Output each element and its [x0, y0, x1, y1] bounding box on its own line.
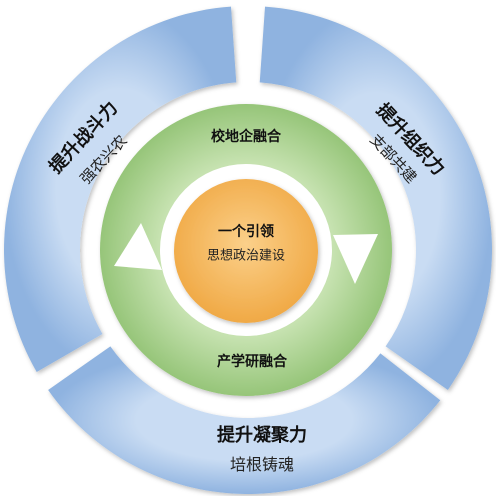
right-arrow-icon [333, 234, 378, 284]
ring-bottom-label: 产学研融合 [217, 354, 287, 370]
segment-bottom-title: 提升凝聚力 [217, 425, 307, 446]
left-arrow-icon [114, 223, 162, 270]
segment-bottom-shape [48, 346, 441, 494]
segment-bottom-subtitle: 培根铸魂 [229, 455, 295, 474]
segment-top-left-shape [3, 6, 237, 373]
center-title: 一个引领 [218, 224, 274, 240]
segment-top-right-shape [259, 6, 492, 390]
center-subtitle: 思想政治建设 [206, 248, 286, 264]
outer-ring [3, 6, 492, 494]
ring-top-label: 校地企融合 [211, 129, 281, 145]
center-circle [174, 179, 318, 323]
